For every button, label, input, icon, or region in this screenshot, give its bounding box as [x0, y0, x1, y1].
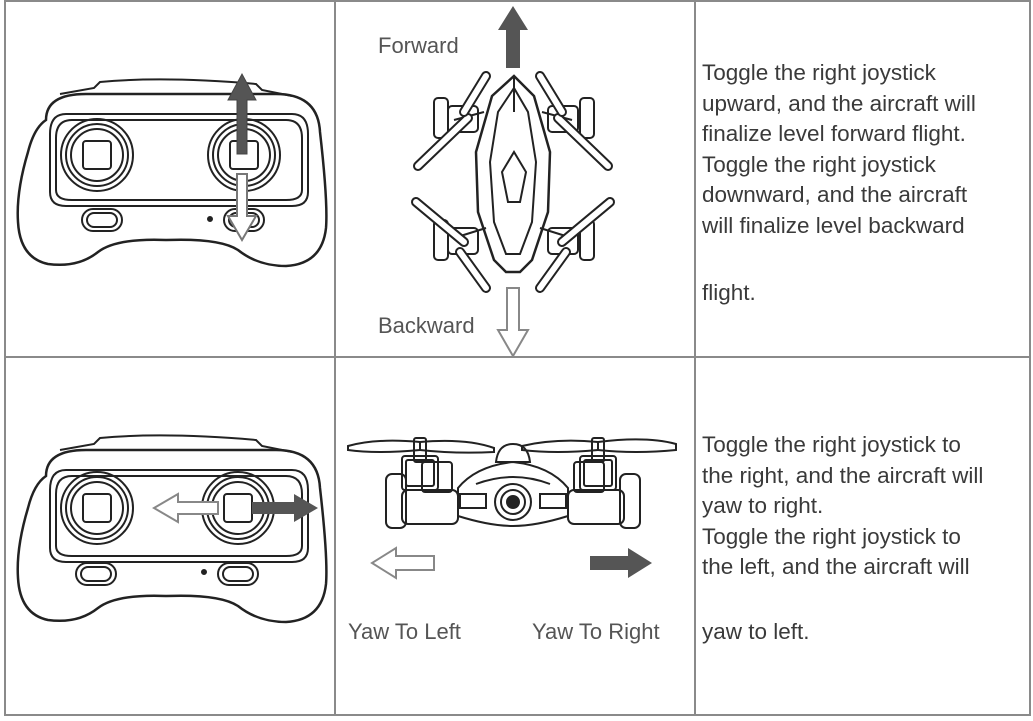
- row1-description: Toggle the right joystick upward, and th…: [702, 58, 1022, 241]
- forward-label: Forward: [378, 33, 459, 58]
- row2-drone-cell: [336, 358, 694, 714]
- arrow-right-icon: [590, 548, 652, 578]
- description-line: downward, and the aircraft: [702, 182, 968, 207]
- row1-controller-cell: [6, 2, 334, 356]
- description-line: Toggle the right joystick: [702, 151, 936, 177]
- description-line: Toggle the right joystick to: [702, 432, 961, 457]
- table-border-bottom: [5, 714, 1030, 716]
- row2-controller-cell: [6, 358, 334, 714]
- controller-icon: [16, 72, 328, 268]
- yaw-right-label: Yaw To Right: [532, 619, 660, 644]
- row2-description: Toggle the right joystick to the right, …: [702, 430, 1022, 583]
- row1-drone-cell: [336, 2, 694, 356]
- description-line: the right, and the aircraft will: [702, 462, 984, 488]
- description-line: finalize level forward flight.: [702, 121, 966, 146]
- arrow-up-icon: [498, 6, 528, 68]
- description-line: yaw to right.: [702, 493, 824, 518]
- drone-front-icon: [347, 437, 677, 580]
- table-border-right: [1029, 0, 1031, 716]
- description-line: Toggle the right joystick: [702, 60, 936, 85]
- arrow-up-icon: [227, 72, 257, 155]
- table-row-divider: [5, 356, 1030, 358]
- description-line: upward, and the aircraft will: [702, 90, 976, 116]
- drone-top-icon: [411, 6, 615, 356]
- description-line: Toggle the right joystick to: [702, 523, 961, 549]
- backward-label: Backward: [378, 313, 475, 338]
- description-line: will finalize level backward: [702, 212, 965, 238]
- table-divider-2: [694, 0, 696, 716]
- description-line: the left, and the aircraft will: [702, 554, 970, 579]
- row2-description-tail: yaw to left.: [702, 619, 810, 644]
- yaw-left-label: Yaw To Left: [348, 619, 461, 644]
- table-border-left: [4, 0, 6, 716]
- table-divider-1: [334, 0, 336, 716]
- controller-icon: [16, 434, 328, 624]
- table-border-top: [5, 0, 1030, 2]
- arrow-left-icon: [152, 492, 219, 524]
- row1-description-tail: flight.: [702, 280, 756, 305]
- arrow-right-icon: [252, 494, 318, 522]
- arrow-left-icon: [370, 546, 435, 580]
- arrow-down-icon: [496, 287, 530, 356]
- arrow-down-icon: [226, 173, 258, 242]
